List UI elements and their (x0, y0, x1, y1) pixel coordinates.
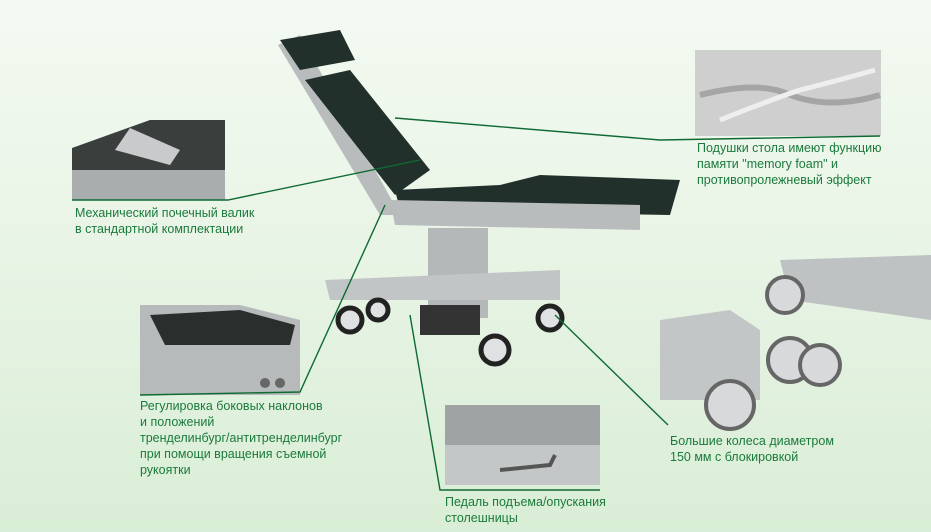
memory-foam-inset (695, 50, 881, 136)
wheels-label: Большие колеса диаметром 150 мм с блокир… (670, 434, 834, 464)
memory-foam-label: Подушки стола имеют функцию памяти "memo… (697, 141, 882, 187)
leader-lines (72, 117, 881, 491)
kidney-bridge-inset (72, 120, 225, 200)
wheels-inset (660, 255, 931, 431)
tilt-handle-inset (140, 305, 300, 395)
pedal-label: Педаль подъема/опускания столешницы (445, 495, 606, 525)
tilt-adjust-label: Регулировка боковых наклонов и положений… (140, 399, 343, 477)
operating-table (278, 30, 680, 367)
kidney-bridge-label: Механический почечный валик в стандартно… (75, 206, 255, 236)
pedal-inset (445, 405, 600, 485)
